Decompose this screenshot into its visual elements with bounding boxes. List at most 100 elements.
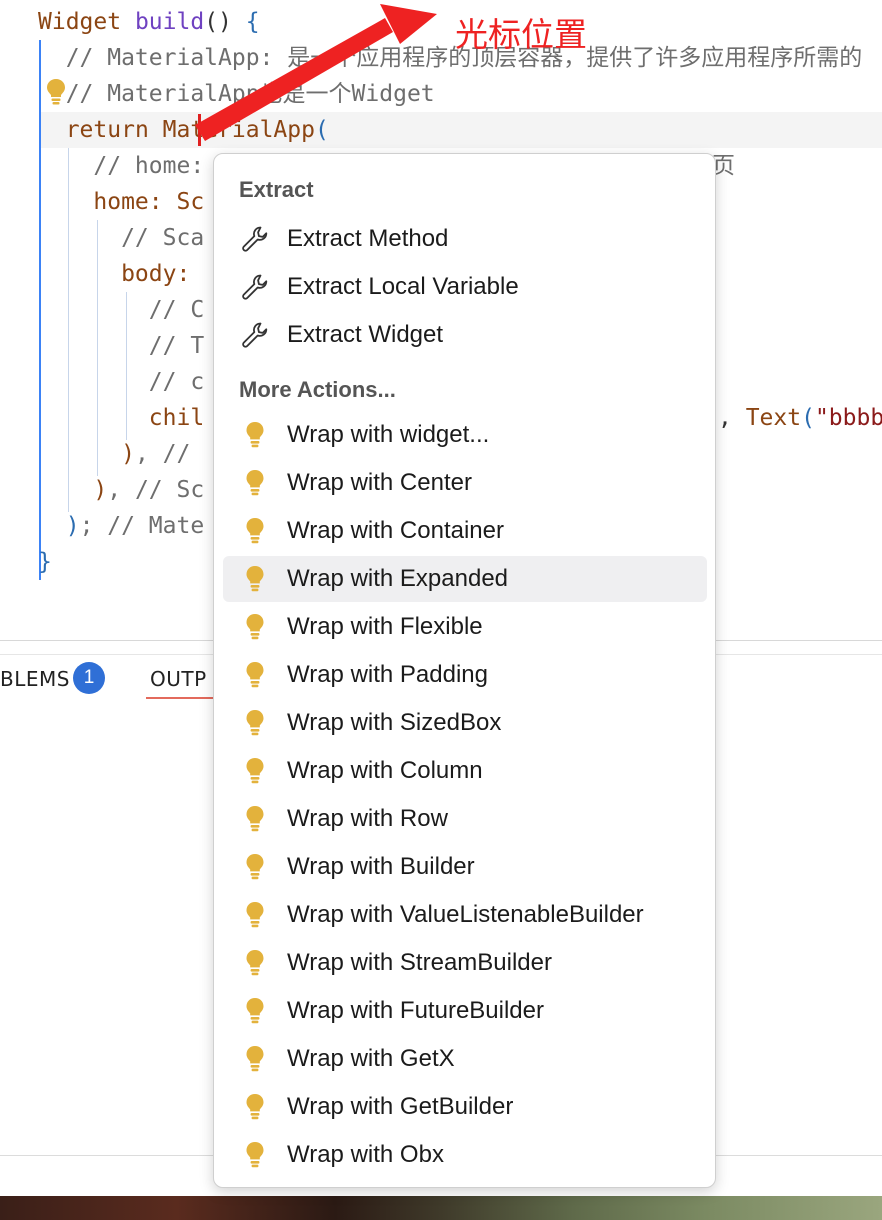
code-line: // Sca <box>38 220 204 256</box>
menu-item-label: Wrap with Column <box>287 757 483 784</box>
menu-item-wrap-with-builder[interactable]: Wrap with Builder <box>223 844 707 890</box>
lightbulb-icon <box>240 516 270 546</box>
code-token: chil <box>38 405 205 431</box>
menu-item-wrap-with-getbuilder[interactable]: Wrap with GetBuilder <box>223 1084 707 1130</box>
code-token: // home: <box>38 153 205 179</box>
code-token: ) <box>121 441 135 467</box>
code-token: return <box>65 117 163 143</box>
code-line: // home: <box>38 148 204 184</box>
menu-item-label: Wrap with GetX <box>287 1045 455 1072</box>
code-token: ; // Mate <box>79 513 205 539</box>
code-line: ), // Sc <box>38 472 204 508</box>
menu-item-label: Wrap with Obx <box>287 1141 444 1168</box>
code-token: // c <box>38 369 205 395</box>
extract-section-header: Extract <box>239 177 314 202</box>
code-token <box>38 477 93 503</box>
code-line: // T <box>38 328 204 364</box>
wrench-icon <box>240 320 270 350</box>
menu-item-label: Wrap with Flexible <box>287 613 483 640</box>
cursor-position-annotation: 光标位置 <box>455 15 587 54</box>
code-token: // MaterialApp: 是一个应用程序的顶层容器，提供了许多应用程序所需… <box>38 45 863 71</box>
lightbulb-icon <box>240 420 270 450</box>
code-token: , // <box>134 441 191 467</box>
lightbulb-icon <box>240 948 270 978</box>
menu-item-wrap-with-futurebuilder[interactable]: Wrap with FutureBuilder <box>223 988 707 1034</box>
menu-item-wrap-with-row[interactable]: Wrap with Row <box>223 796 707 842</box>
more-actions-section-header: More Actions... <box>239 377 396 402</box>
lightbulb-icon <box>240 1044 270 1074</box>
menu-item-wrap-with-container[interactable]: Wrap with Container <box>223 508 707 554</box>
indent-guide <box>126 292 127 440</box>
lightbulb-icon <box>240 804 270 834</box>
menu-item-extract-method[interactable]: Extract Method <box>223 216 707 262</box>
code-line: home: Sc <box>38 184 204 220</box>
code-line: chil <box>38 400 204 436</box>
code-fragment: 页 <box>712 153 735 179</box>
tab-output[interactable]: OUTP <box>150 667 207 691</box>
code-token <box>38 513 66 539</box>
problems-count-badge: 1 <box>73 662 105 694</box>
code-token: // Sca <box>38 225 205 251</box>
code-token: () <box>204 9 246 35</box>
menu-item-wrap-with-center[interactable]: Wrap with Center <box>223 460 707 506</box>
lightbulb-icon <box>240 468 270 498</box>
menu-item-extract-local-variable[interactable]: Extract Local Variable <box>223 264 707 310</box>
lightbulb-icon <box>240 756 270 786</box>
code-token: // C <box>38 297 205 323</box>
menu-item-wrap-with-flexible[interactable]: Wrap with Flexible <box>223 604 707 650</box>
tab-problems[interactable]: BLEMS <box>0 667 70 691</box>
code-line: // c <box>38 364 204 400</box>
code-token <box>38 441 121 467</box>
menu-item-wrap-with-padding[interactable]: Wrap with Padding <box>223 652 707 698</box>
lightbulb-icon <box>240 660 270 690</box>
menu-item-wrap-with-getx[interactable]: Wrap with GetX <box>223 1036 707 1082</box>
code-token: // T <box>38 333 205 359</box>
menu-item-wrap-with-obx[interactable]: Wrap with Obx <box>223 1132 707 1178</box>
code-token: Sc <box>176 189 205 215</box>
code-token: , // Sc <box>107 477 205 503</box>
menu-item-wrap-with-valuelistenablebuilder[interactable]: Wrap with ValueListenableBuilder <box>223 892 707 938</box>
code-line: ), // <box>38 436 190 472</box>
code-token: ) <box>93 477 108 503</box>
code-token: home: <box>38 189 177 215</box>
menu-item-label: Wrap with ValueListenableBuilder <box>287 901 644 928</box>
code-line: Widget build() { <box>38 4 260 40</box>
code-line: body: <box>38 256 204 292</box>
indent-guide <box>97 220 98 476</box>
menu-item-label: Wrap with Builder <box>287 853 475 880</box>
lightbulb-icon <box>240 708 270 738</box>
menu-item-wrap-with-expanded[interactable]: Wrap with Expanded <box>223 556 707 602</box>
code-line: // C <box>38 292 204 328</box>
lightbulb-icon[interactable] <box>46 78 66 111</box>
indent-guide <box>39 40 41 580</box>
code-token: Widget <box>38 9 135 35</box>
menu-item-label: Wrap with Row <box>287 805 448 832</box>
menu-item-label: Wrap with Expanded <box>287 565 509 592</box>
code-token: ) <box>65 513 80 539</box>
code-token: } <box>38 549 52 575</box>
lightbulb-icon <box>240 1092 270 1122</box>
lightbulb-icon <box>240 564 270 594</box>
menu-item-wrap-with-widget[interactable]: Wrap with widget... <box>223 412 707 458</box>
menu-item-label: Wrap with GetBuilder <box>287 1093 514 1120</box>
code-line: // MaterialApp: 是一个应用程序的顶层容器，提供了许多应用程序所需… <box>38 40 863 76</box>
lightbulb-icon <box>240 996 270 1026</box>
menu-item-extract-widget[interactable]: Extract Widget <box>223 312 707 358</box>
menu-item-label: Wrap with StreamBuilder <box>287 949 552 976</box>
wrench-icon <box>240 272 270 302</box>
wrench-icon <box>240 224 270 254</box>
menu-item-wrap-with-sizedbox[interactable]: Wrap with SizedBox <box>223 700 707 746</box>
menu-item-label: Wrap with SizedBox <box>287 709 502 736</box>
menu-item-label: Wrap with Center <box>287 469 472 496</box>
lightbulb-icon <box>240 852 270 882</box>
menu-item-label: Extract Local Variable <box>287 273 519 300</box>
menu-item-wrap-with-streambuilder[interactable]: Wrap with StreamBuilder <box>223 940 707 986</box>
current-line-highlight <box>40 112 882 148</box>
code-token: { <box>245 9 260 35</box>
code-line: ); // Mate <box>38 508 204 544</box>
menu-item-wrap-with-column[interactable]: Wrap with Column <box>223 748 707 794</box>
indent-guide <box>68 148 69 512</box>
menu-item-label: Wrap with Padding <box>287 661 488 688</box>
active-tab-indicator <box>146 697 216 699</box>
